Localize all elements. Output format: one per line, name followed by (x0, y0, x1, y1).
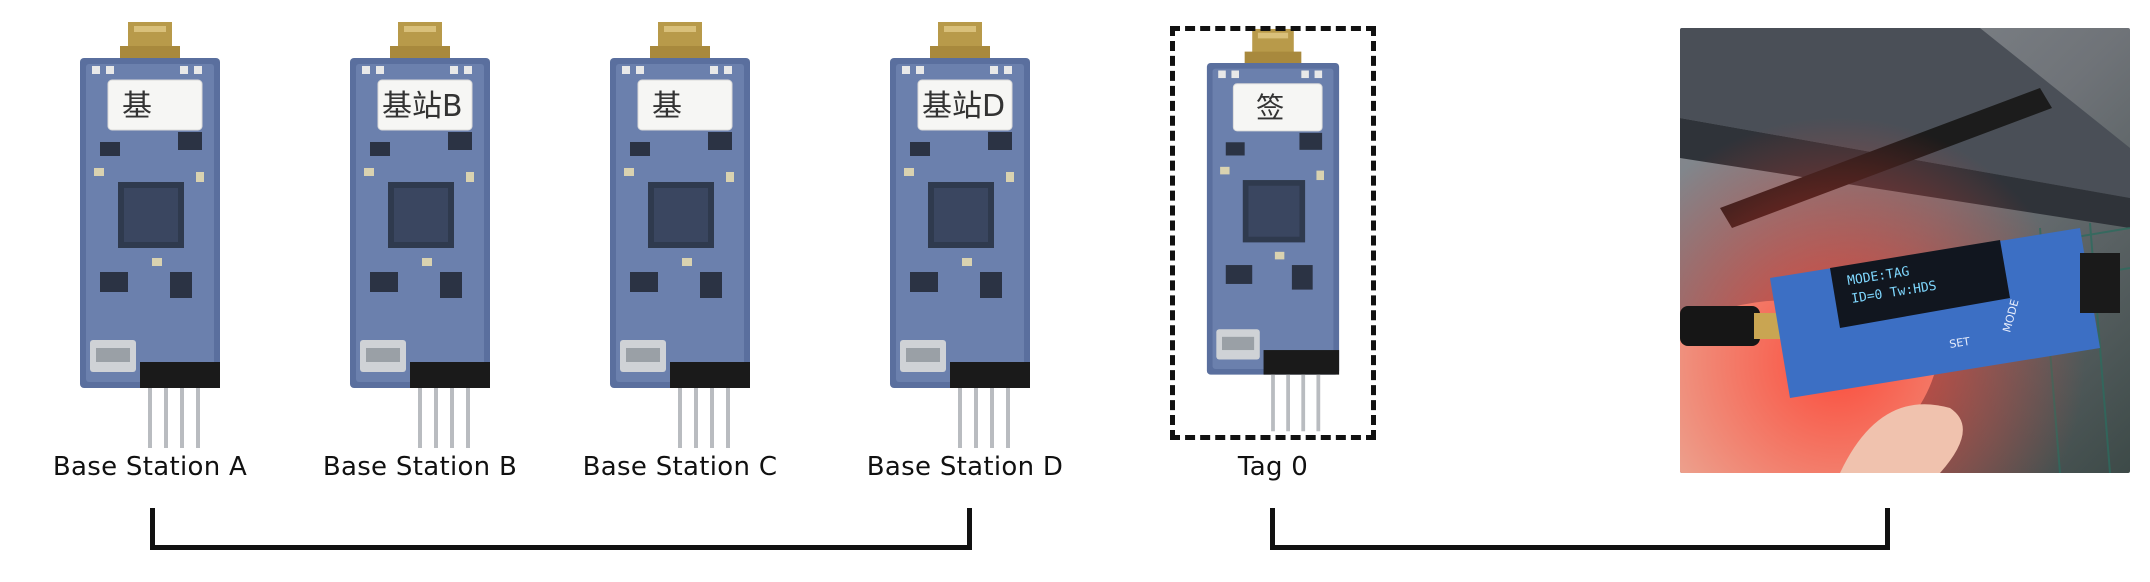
tag-in-hand-photo: MODE:TAG ID=0 Tw:HDS SET MODE (1680, 28, 2130, 473)
board-image-base-station-b: 基站B (330, 22, 510, 452)
board-image-base-station-d: 基站D (870, 22, 1050, 452)
caption-base-station-d: Base Station D (866, 452, 1064, 482)
board-sticker: 基 (652, 89, 682, 124)
board-image-tag-0: 签 (1188, 22, 1358, 442)
board-image-base-station-a: 基 (60, 22, 240, 452)
caption-tag-0: Tag 0 (1237, 452, 1309, 482)
board-sticker: 基 (122, 89, 152, 124)
caption-base-station-c: Base Station C (582, 452, 778, 482)
set-button-label: SET (1948, 335, 1971, 351)
tag-group-bracket (1270, 508, 1890, 550)
board-sticker: 基站B (382, 89, 463, 124)
caption-base-station-a: Base Station A (52, 452, 248, 482)
tag-highlight-frame (1170, 26, 1376, 440)
base-stations-group-bracket (150, 508, 972, 550)
board-image-base-station-c: 基 (590, 22, 770, 452)
caption-base-station-b: Base Station B (322, 452, 518, 482)
board-sticker: 基站D (922, 89, 1005, 124)
board-sticker: 签 (1256, 92, 1284, 125)
